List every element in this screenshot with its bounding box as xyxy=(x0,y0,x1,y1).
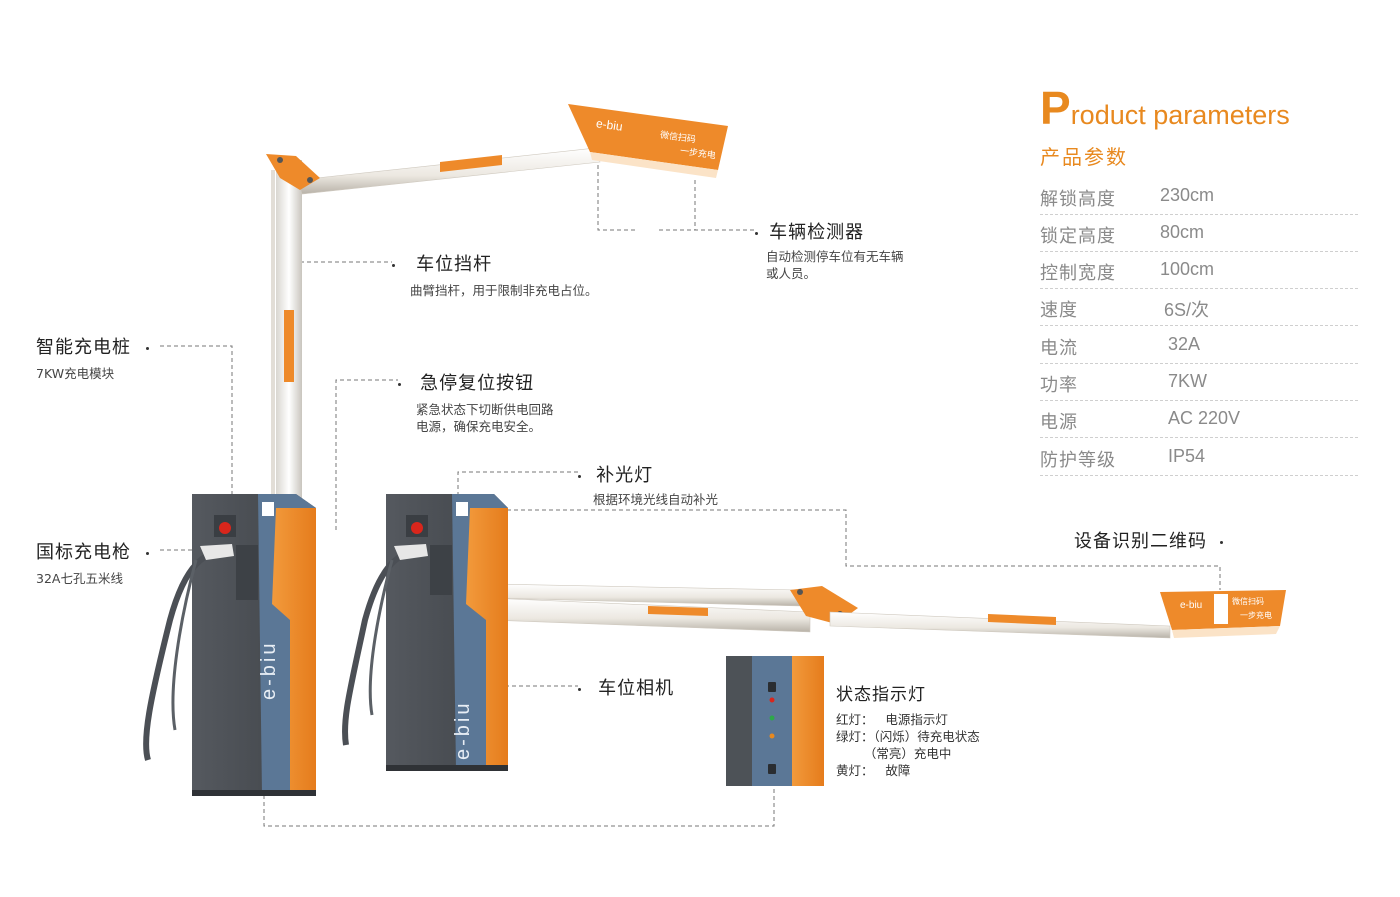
callout-smart-charger: 智能充电桩 7KW充电模块 xyxy=(36,333,150,382)
callout-desc-line: 32A七孔五米线 xyxy=(36,571,123,586)
param-row: 锁定高度 80cm xyxy=(1040,214,1358,252)
param-label: 电源 xyxy=(1040,412,1078,433)
status-light-closeup xyxy=(726,656,824,786)
status-row-yellow: 黄灯： 故障 xyxy=(836,763,911,778)
callout-fill-light: 补光灯 根据环境光线自动补光 xyxy=(578,461,718,508)
param-label: 解锁高度 xyxy=(1040,189,1116,210)
params-heading-cn: 产品参数 xyxy=(1040,145,1128,169)
param-row: 功率 7KW xyxy=(1040,363,1358,401)
callout-title: 车位相机 xyxy=(598,678,675,699)
callout-emergency-button: 急停复位按钮 紧急状态下切断供电回路 电源，确保充电安全。 xyxy=(398,369,554,435)
callout-title: 国标充电枪 xyxy=(36,542,131,563)
param-value: 100cm xyxy=(1160,259,1215,279)
param-row: 速度 6S/次 xyxy=(1040,288,1358,326)
callout-status-light: 状态指示灯 红灯： 电源指示灯 绿灯：（闪烁）待充电状态 （常亮）充电中 黄灯：… xyxy=(836,680,980,779)
status-row-green-steady: （常亮）充电中 xyxy=(836,746,952,761)
callout-title: 车位挡杆 xyxy=(416,254,493,275)
callout-desc-line: 自动检测停车位有无车辆 xyxy=(766,249,904,264)
param-label: 防护等级 xyxy=(1040,450,1116,471)
callout-leader-lines xyxy=(160,165,1221,827)
left-pillar-brand: e-biu xyxy=(258,640,280,700)
left-charger-pillar xyxy=(143,494,316,796)
right-sign-text-2: 一步充电 xyxy=(1240,611,1272,620)
callout-title: 补光灯 xyxy=(596,465,654,486)
callout-desc-line: 或人员。 xyxy=(766,266,817,281)
callout-qr-code: 设备识别二维码 xyxy=(1074,527,1224,553)
param-label: 电流 xyxy=(1040,338,1078,359)
param-value: 32A xyxy=(1168,334,1201,354)
callout-parking-camera: 车位相机 xyxy=(578,674,674,700)
callout-desc-line: 7KW充电模块 xyxy=(36,366,115,381)
callout-title: 急停复位按钮 xyxy=(420,373,535,394)
bullet-icon xyxy=(392,264,395,267)
callout-title: 状态指示灯 xyxy=(836,685,926,705)
callout-desc-line: 曲臂挡杆，用于限制非充电占位。 xyxy=(410,283,598,298)
callout-parking-barrier: 车位挡杆 曲臂挡杆，用于限制非充电占位。 xyxy=(392,250,598,299)
param-label: 锁定高度 xyxy=(1040,226,1116,247)
status-row-red: 红灯： 电源指示灯 xyxy=(836,712,948,727)
param-value: IP54 xyxy=(1168,446,1206,466)
left-barrier-arm xyxy=(266,104,728,510)
param-row: 解锁高度 230cm xyxy=(1040,177,1358,215)
right-sign-text-1: 微信扫码 xyxy=(1232,597,1264,606)
param-value: 6S/次 xyxy=(1164,300,1210,320)
bullet-icon xyxy=(578,475,581,478)
bullet-icon xyxy=(1220,541,1224,544)
param-label: 功率 xyxy=(1040,375,1078,396)
param-row: 电源 AC 220V xyxy=(1040,400,1358,438)
right-barrier-arm xyxy=(489,583,1286,639)
callout-desc-line: 紧急状态下切断供电回路 xyxy=(416,402,554,417)
param-row: 控制宽度 100cm xyxy=(1040,251,1358,289)
param-value: AC 220V xyxy=(1168,408,1241,428)
right-sign-brand: e-biu xyxy=(1180,600,1203,611)
params-heading-initial: P xyxy=(1040,82,1071,134)
param-row: 电流 32A xyxy=(1040,326,1358,364)
callout-charging-gun: 国标充电枪 32A七孔五米线 xyxy=(36,538,150,587)
right-pillar-brand: e-biu xyxy=(452,700,474,760)
bullet-icon xyxy=(578,688,581,691)
callout-desc-line: 电源，确保充电安全。 xyxy=(416,419,542,434)
bullet-icon xyxy=(755,232,758,235)
param-value: 80cm xyxy=(1160,222,1205,242)
callout-desc-line: 根据环境光线自动补光 xyxy=(593,492,719,507)
bullet-icon xyxy=(398,383,401,386)
param-label: 速度 xyxy=(1040,300,1078,321)
status-row-green-flash: 绿灯：（闪烁）待充电状态 xyxy=(836,729,980,744)
callout-title: 智能充电桩 xyxy=(36,337,131,358)
callout-title: 设备识别二维码 xyxy=(1074,531,1207,552)
callout-vehicle-detector: 车辆检测器 自动检测停车位有无车辆 或人员。 xyxy=(755,218,904,282)
param-row: 防护等级 IP54 xyxy=(1040,438,1358,476)
callout-title: 车辆检测器 xyxy=(769,222,865,243)
bullet-icon xyxy=(146,552,150,555)
bullet-icon xyxy=(146,347,150,350)
param-value: 7KW xyxy=(1168,371,1208,391)
right-charger-pillar xyxy=(341,494,508,771)
param-value: 230cm xyxy=(1160,185,1215,205)
params-heading-rest: roduct parameters xyxy=(1070,100,1290,130)
params-heading: Product parameters 产品参数 xyxy=(1040,85,1290,170)
param-label: 控制宽度 xyxy=(1040,263,1116,284)
